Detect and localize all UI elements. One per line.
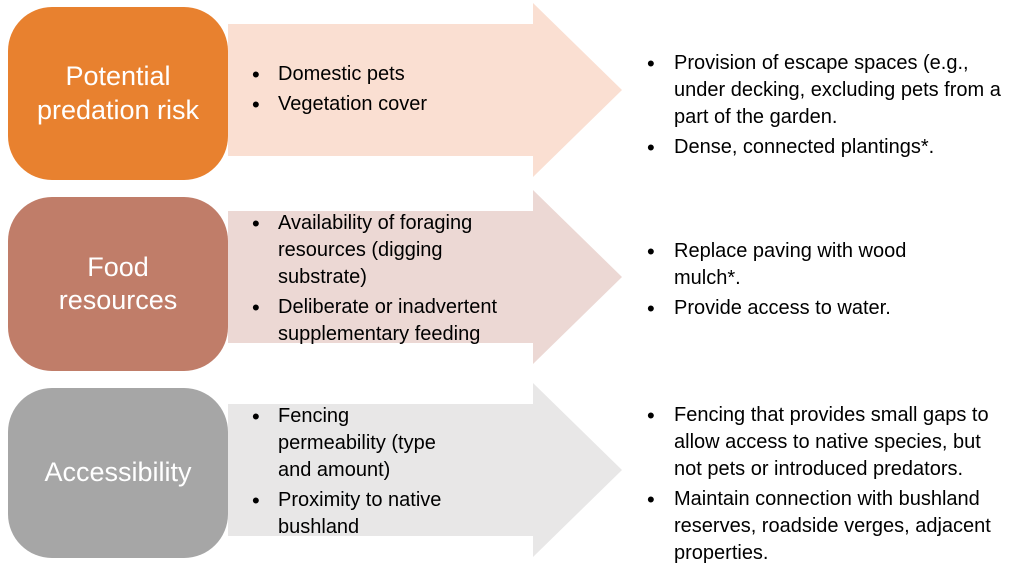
factor-item: Domestic pets [248, 60, 510, 90]
action-item: Dense, connected plantings*. [640, 133, 1015, 163]
label-box-potential-predation-risk: Potential predation risk [8, 7, 228, 180]
action-bullets: Provision of escape spaces (e.g., under … [640, 49, 1015, 163]
factor-list-food: Availability of foraging resources (digg… [228, 209, 524, 348]
factor-bullets: Domestic pets Vegetation cover [248, 60, 510, 120]
factor-item: Deliberate or inadvertent supplementary … [248, 293, 524, 348]
factor-list-predation: Domestic pets Vegetation cover [228, 24, 510, 155]
factor-item: Proximity to native bushland [248, 486, 458, 541]
arrow-shape-potential-predation-risk [228, 3, 622, 177]
action-item: Maintain connection with bushland reserv… [640, 485, 995, 567]
action-item: Fencing that provides small gaps to allo… [640, 401, 995, 483]
label-box-accessibility: Accessibility [8, 388, 228, 558]
label-text: Accessibility [44, 457, 192, 488]
factor-item: Fencing permeability (type and amount) [248, 402, 458, 484]
factor-bullets: Fencing permeability (type and amount) P… [248, 402, 458, 541]
action-item: Replace paving with wood mulch*. [640, 237, 940, 292]
factor-item: Availability of foraging resources (digg… [248, 209, 524, 291]
action-list-food: Replace paving with wood mulch*. Provide… [640, 237, 940, 324]
action-item: Provision of escape spaces (e.g., under … [640, 49, 1015, 131]
label-text: Food resources [58, 251, 178, 315]
action-item: Provide access to water. [640, 294, 940, 324]
factor-bullets: Availability of foraging resources (digg… [248, 209, 524, 348]
action-bullets: Replace paving with wood mulch*. Provide… [640, 237, 940, 324]
label-box-food-resources: Food resources [8, 197, 228, 371]
action-bullets: Fencing that provides small gaps to allo… [640, 401, 995, 567]
action-list-predation: Provision of escape spaces (e.g., under … [640, 49, 1015, 163]
factor-list-accessibility: Fencing permeability (type and amount) P… [228, 402, 458, 541]
factor-item: Vegetation cover [248, 90, 510, 120]
label-text: Potential predation risk [36, 61, 200, 125]
action-list-accessibility: Fencing that provides small gaps to allo… [640, 401, 995, 567]
